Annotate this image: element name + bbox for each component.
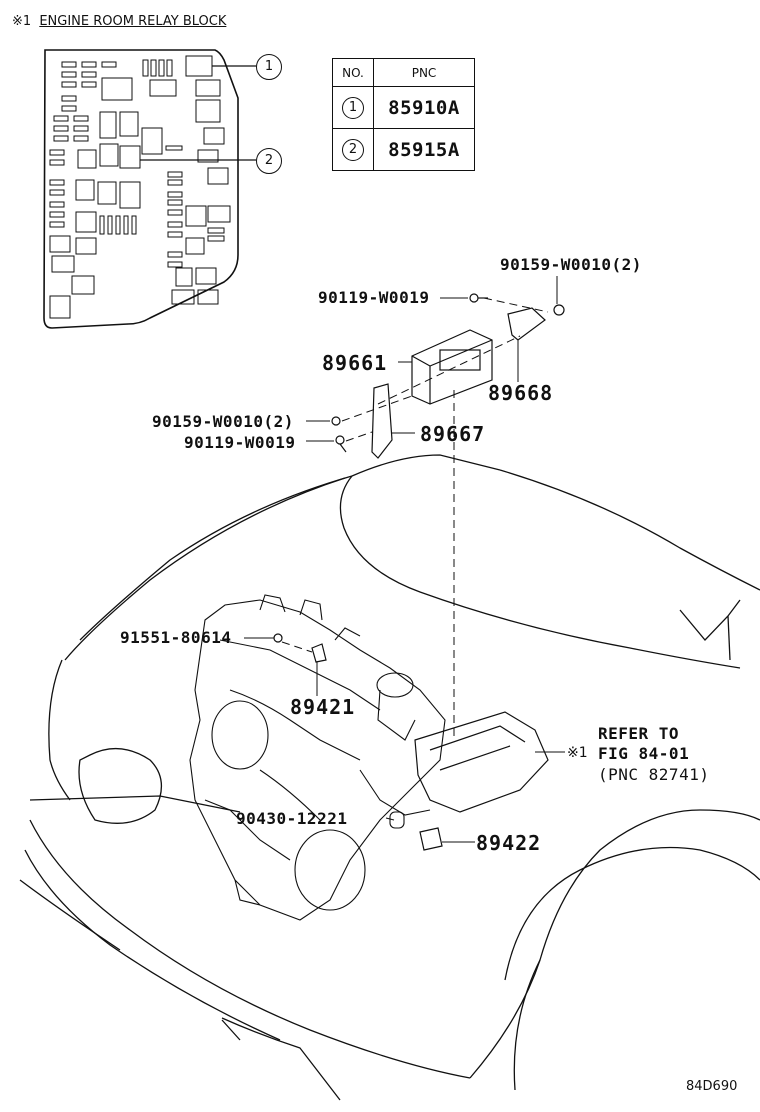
- part-label-90119-top[interactable]: 90119-W0019: [318, 288, 430, 307]
- engine-sketch: [189, 594, 446, 921]
- relay-block-location: [414, 711, 549, 813]
- table-row: 2 85915A: [332, 128, 475, 171]
- part-label-89421[interactable]: 89421: [290, 695, 356, 719]
- refer-marker: ※1: [567, 745, 588, 761]
- row-pnc: 85915A: [388, 138, 460, 161]
- callout-1: 1: [256, 54, 282, 80]
- bracket-89668: [507, 307, 546, 341]
- part-label-89667[interactable]: 89667: [420, 422, 486, 446]
- refer-line1: REFER TO: [598, 724, 680, 743]
- refer-line2[interactable]: FIG 84-01: [598, 744, 690, 763]
- relay-block-marker: ※1: [12, 14, 32, 29]
- part-label-89661[interactable]: 89661: [322, 351, 388, 375]
- relay-block-outline: [43, 49, 239, 329]
- part-label-90159-mid[interactable]: 90159-W0010(2): [152, 412, 294, 431]
- drawing-code: 84D690: [686, 1079, 738, 1094]
- header-no: NO.: [332, 58, 374, 87]
- vehicle-body-outline: [19, 454, 760, 1101]
- pnc-table-header: NO. PNC: [332, 58, 475, 87]
- part-label-89422[interactable]: 89422: [476, 831, 542, 855]
- bracket-89667: [371, 383, 393, 459]
- relay-block-title: ※1 ENGINE ROOM RELAY BLOCK: [12, 14, 226, 29]
- ecu-89661-drawing: [411, 329, 493, 405]
- relay-block-title-text: ENGINE ROOM RELAY BLOCK: [39, 14, 227, 29]
- header-pnc: PNC: [373, 58, 475, 87]
- pnc-table: NO. PNC 1 85910A 2 85915A: [332, 58, 475, 171]
- table-row: 1 85910A: [332, 86, 475, 129]
- callout-2: 2: [256, 148, 282, 174]
- part-label-90159-top[interactable]: 90159-W0010(2): [500, 255, 642, 274]
- row-pnc: 85910A: [388, 96, 460, 119]
- relay-block-slots: [49, 55, 231, 319]
- part-label-90430[interactable]: 90430-12221: [236, 809, 348, 828]
- part-label-91551[interactable]: 91551-80614: [120, 628, 232, 647]
- part-label-90119-mid[interactable]: 90119-W0019: [184, 433, 296, 452]
- part-label-89668[interactable]: 89668: [488, 381, 554, 405]
- row-no: 1: [342, 97, 364, 119]
- refer-line3: (PNC 82741): [598, 765, 710, 784]
- row-no: 2: [342, 139, 364, 161]
